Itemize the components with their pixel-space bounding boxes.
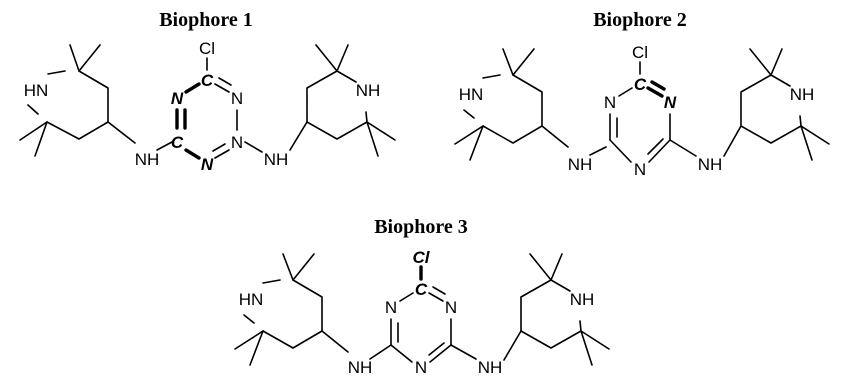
biophore-3-c-top-label: C <box>415 280 428 299</box>
biophore-2-right-nh-ring-label: NH <box>790 85 815 104</box>
biophore-3-n-topright-label: N <box>445 298 457 317</box>
biophore-2-cl-label: Cl <box>632 43 648 62</box>
biophore-3-triazine: Cl C N N N <box>385 248 457 377</box>
biophore-3-n-topleft-label: N <box>385 298 397 317</box>
biophore-1-left-ring: HN <box>19 44 136 157</box>
biophore-2-ring-to-right-nh <box>669 139 697 157</box>
biophore-1-left-ring-to-nh <box>107 121 136 144</box>
biophore-3-bond-c-ntl <box>399 292 414 302</box>
biophore-1-c-bottomleft-label: C <box>171 133 184 152</box>
biophore-1-bond-c-n-tl <box>184 82 201 94</box>
biophore-3-bond-c-ntr <box>428 292 444 302</box>
biophore-1-right-ring-bonds <box>306 70 368 140</box>
biophore-2-left-nh-to-ring <box>589 146 607 156</box>
biophore-2-right-ring-bonds <box>740 74 802 144</box>
biophore-3-bond-c-ntr-double <box>432 286 446 295</box>
biophore-1-title: Biophore 1 <box>159 9 253 31</box>
biophore-2: Biophore 2 HN NH Cl C N N N NH <box>454 9 830 179</box>
biophore-2-triazine: Cl C N N N <box>604 43 677 179</box>
biophore-2-n-bottom-label: N <box>634 160 646 179</box>
biophore-1-n-bottom-label: N <box>201 155 214 174</box>
biophore-1-right-nh-ring-label: NH <box>356 81 381 100</box>
biophore-1-right-methyls <box>315 44 396 157</box>
biophore-2-bond-cbl-nb <box>609 139 632 163</box>
biophore-1-bond-nb-nbr-double <box>212 143 226 152</box>
biophore-3: Biophore 3 HN NH Cl C N N N NH <box>234 216 610 377</box>
biophore-1-bond-c-n-tr <box>214 83 230 93</box>
biophore-1-left-nh-link: NH <box>135 150 160 169</box>
biophore-3-cl-label: Cl <box>413 248 431 267</box>
biophore-2-n-topright-label: N <box>664 93 677 112</box>
biophore-2-bond-nb-cbr-double <box>647 138 664 155</box>
biophore-1: Biophore 1 HN NH Cl C N N C N N <box>19 9 396 174</box>
biophore-3-n-bottom-label: N <box>415 358 427 377</box>
biophore-3-nh-to-right-ring <box>503 330 522 361</box>
biophore-2-right-nh-link: NH <box>698 155 723 174</box>
biophore-3-right-ring: NH <box>503 253 610 366</box>
biophore-2-c-top-label: C <box>634 75 647 94</box>
biophore-1-c-top-label: C <box>201 71 214 90</box>
biophore-3-right-methyls <box>529 253 610 366</box>
biophore-1-cl-label: Cl <box>199 39 215 58</box>
biophore-1-left-nh-to-ring <box>156 141 173 151</box>
biophore-1-left-methyls <box>19 44 101 157</box>
biophore-1-ring-to-right-nh <box>244 141 263 153</box>
biophore-1-right-ring: NH <box>289 44 396 157</box>
biophore-2-left-ring-to-nh <box>541 125 569 148</box>
biophore-2-bond-c-ntr-double <box>650 80 666 91</box>
biophore-2-bond-nb-cbr <box>648 139 671 163</box>
biophore-3-left-methyls <box>234 253 315 366</box>
biophore-1-nh-to-right-ring <box>289 121 308 151</box>
biophore-1-triazine: Cl C N N C N N <box>171 39 243 174</box>
biophore-3-right-nh-ring-label: NH <box>570 290 595 309</box>
biophore-2-nh-to-right-ring <box>723 125 742 157</box>
biophore-1-right-nh-link: NH <box>264 150 289 169</box>
biophore-2-bond-c-ntr <box>646 86 664 98</box>
biophore-3-left-nh-to-ring <box>369 344 392 360</box>
biophore-3-title: Biophore 3 <box>374 216 468 238</box>
biophore-2-left-nh-link: NH <box>568 155 593 174</box>
biophore-2-right-methyls <box>749 48 830 161</box>
biophore-3-right-nh-link: NH <box>478 358 503 377</box>
biophore-3-left-ring: HN <box>234 253 349 366</box>
biophore-1-n-bottomright-label: N <box>231 133 243 152</box>
biophore-2-left-methyls <box>454 48 535 161</box>
biophore-1-bond-cbl-nb <box>184 148 201 160</box>
biophore-3-left-nh-link: NH <box>348 358 373 377</box>
biophore-2-left-ring: HN <box>454 48 569 161</box>
biophore-3-left-ring-to-nh <box>321 330 349 353</box>
biophore-1-n-topright-label: N <box>231 89 243 108</box>
biophore-1-hn-label: HN <box>24 81 49 100</box>
biophore-1-bond-nb-nbr <box>214 149 230 159</box>
biophore-1-n-topleft-label: N <box>171 89 184 108</box>
biophore-2-hn-label: HN <box>459 85 484 104</box>
biophore-2-n-topleft-label: N <box>604 93 616 112</box>
biophore-3-ring-to-right-nh <box>450 344 477 360</box>
biophore-2-right-ring: NH <box>723 48 830 161</box>
biophore-3-bond-nb-cbr-double <box>428 342 445 356</box>
biophore-3-hn-label: HN <box>239 290 264 309</box>
biophore-3-bond-cbl-nb <box>390 344 413 363</box>
biophore-2-title: Biophore 2 <box>593 9 687 31</box>
biophore-2-bond-c-ntl <box>618 87 633 97</box>
biophore-3-right-ring-bonds <box>520 279 582 349</box>
biophore-1-bond-c-n-tr-double <box>218 77 232 86</box>
biophore-3-bond-nb-cbr <box>429 344 452 363</box>
